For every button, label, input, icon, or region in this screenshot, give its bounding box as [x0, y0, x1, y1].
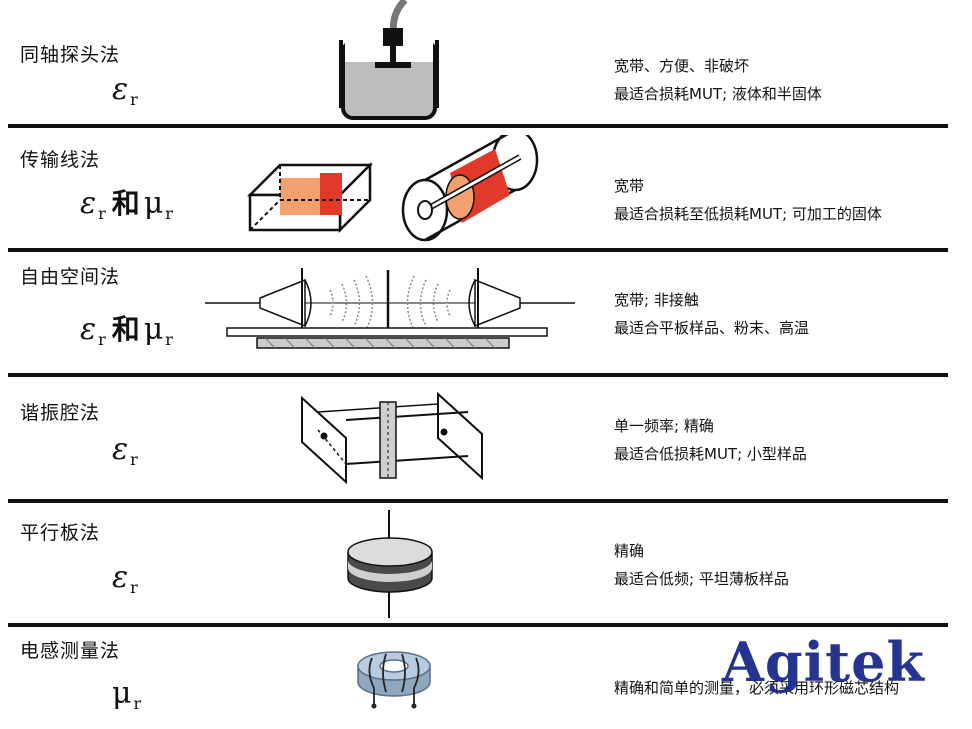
description-line-1: 单一频率; 精确: [614, 417, 714, 435]
description-line-1: 精确: [614, 542, 645, 560]
method-description: 精确和简单的测量，必须采用环形磁芯结构: [614, 674, 899, 702]
method-description: 宽带; 非接触 最适合平板样品、粉末、高温: [614, 286, 809, 342]
description-line-2: 最适合平板样品、粉末、高温: [614, 319, 810, 337]
row-divider: [8, 499, 948, 503]
description-line-2: 最适合损耗至低损耗MUT; 可加工的固体: [614, 205, 882, 223]
description-line-1: 宽带、方便、非破坏: [614, 57, 750, 75]
method-name: 谐振腔法: [20, 402, 101, 424]
method-description: 宽带、方便、非破坏 最适合损耗MUT; 液体和半固体: [614, 52, 822, 108]
method-description: 单一频率; 精确 最适合低损耗MUT; 小型样品: [614, 412, 807, 468]
method-description: 精确 最适合低频; 平坦薄板样品: [614, 537, 789, 593]
method-name: 传输线法: [20, 149, 101, 171]
row-divider: [8, 623, 948, 627]
agitek-logo: Agitek: [722, 630, 925, 694]
transmission-line-icon: [246, 135, 539, 242]
description-line-2: 最适合损耗MUT; 液体和半固体: [614, 85, 822, 103]
description-line-1: 精确和简单的测量，必须采用环形磁芯结构: [614, 679, 900, 697]
method-name: 电感测量法: [20, 640, 121, 662]
description-line-1: 宽带; 非接触: [614, 291, 699, 309]
method-name: 平行板法: [20, 522, 101, 544]
row-divider: [8, 248, 948, 252]
toroid-inductor-icon: [357, 651, 431, 709]
description-line-1: 宽带: [614, 177, 645, 195]
method-description: 宽带 最适合损耗至低损耗MUT; 可加工的固体: [614, 172, 882, 228]
parallel-plate-icon: [347, 510, 433, 618]
coaxial-probe-icon: [339, 0, 439, 120]
free-space-icon: [205, 268, 575, 349]
resonant-cavity-icon: [301, 391, 483, 484]
method-name: 同轴探头法: [20, 44, 121, 66]
method-name: 自由空间法: [20, 266, 121, 288]
description-line-2: 最适合低频; 平坦薄板样品: [614, 570, 789, 588]
description-line-2: 最适合低损耗MUT; 小型样品: [614, 445, 807, 463]
row-divider: [8, 373, 948, 377]
row-divider: [8, 124, 948, 128]
